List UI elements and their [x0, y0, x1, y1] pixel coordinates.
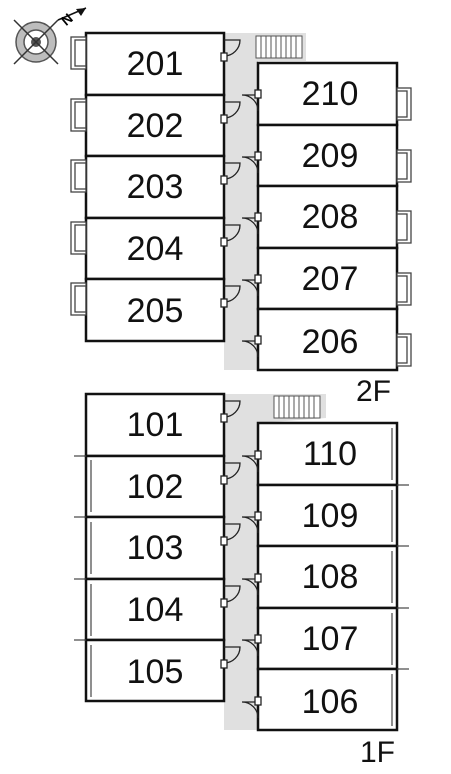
unit-number: 110	[303, 435, 357, 473]
unit-number: 202	[127, 107, 184, 145]
unit-207: 207	[256, 246, 399, 311]
unit-number: 104	[127, 591, 184, 629]
unit-number: 201	[127, 45, 184, 83]
unit-number: 109	[302, 497, 359, 535]
unit-101: 101	[84, 392, 226, 458]
unit-number: 205	[127, 292, 184, 330]
unit-209: 209	[256, 123, 399, 188]
unit-201: 201	[84, 31, 226, 97]
unit-number: 203	[127, 168, 184, 206]
unit-number: 103	[127, 529, 184, 567]
unit-110: 110	[256, 421, 399, 487]
unit-203: 203	[84, 154, 226, 220]
floor-1f-terrace-lines	[74, 428, 409, 726]
floor-label-2f: 2F	[356, 375, 391, 408]
unit-210: 210	[256, 61, 399, 127]
unit-105: 105	[84, 638, 226, 703]
unit-number: 102	[127, 468, 184, 506]
floor-1f-stairs	[273, 395, 321, 419]
unit-205: 205	[84, 277, 226, 343]
unit-109: 109	[256, 483, 399, 548]
unit-202: 202	[84, 93, 226, 158]
unit-103: 103	[84, 515, 226, 581]
floor-1f-east-units: 110 109 108 107 106	[256, 421, 399, 732]
unit-206: 206	[256, 307, 399, 372]
unit-106: 106	[256, 667, 399, 732]
unit-204: 204	[84, 216, 226, 281]
unit-number: 208	[302, 198, 359, 236]
unit-number: 108	[302, 558, 359, 596]
unit-102: 102	[84, 454, 226, 519]
unit-208: 208	[256, 184, 399, 250]
floor-2f-east-units: 210 209 208 207 206	[256, 61, 399, 372]
unit-number: 101	[127, 406, 184, 444]
floor-2f-balconies	[70, 36, 412, 367]
unit-number: 209	[302, 137, 359, 175]
floor-1f-west-units: 101 102 103 104 105	[84, 392, 226, 703]
unit-number: 204	[127, 230, 184, 268]
unit-number: 107	[302, 620, 359, 658]
unit-number: 206	[302, 323, 359, 361]
unit-108: 108	[256, 544, 399, 610]
unit-number: 210	[302, 75, 359, 113]
floor-2f-west-units: 201 202 203 204 205	[84, 31, 226, 343]
unit-number: 106	[302, 683, 359, 721]
floor-label-1f: 1F	[360, 736, 395, 769]
unit-number: 105	[127, 653, 184, 691]
floor-2f-stairs	[255, 35, 303, 59]
floor-1f-doors	[220, 400, 262, 719]
floor-2f-doors	[220, 39, 262, 358]
unit-number: 207	[302, 260, 359, 298]
unit-104: 104	[84, 577, 226, 642]
unit-107: 107	[256, 606, 399, 671]
